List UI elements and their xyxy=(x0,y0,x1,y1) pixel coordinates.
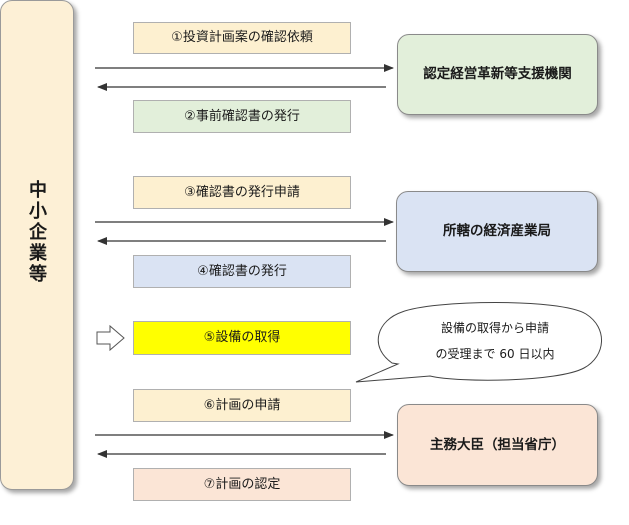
step-7-label: ⑦計画の認定 xyxy=(203,476,281,492)
step-7-plan-approval: ⑦計画の認定 xyxy=(133,468,351,501)
actor-regional-metb-label: 所轄の経済産業局 xyxy=(443,223,551,240)
callout-text: 設備の取得から申請 の受理まで 60 日以内 xyxy=(400,315,590,367)
actor-support-organization-label: 認定経営革新等支援機関 xyxy=(423,66,572,83)
actor-applicant-label: 中小企業等 xyxy=(26,180,47,285)
actor-support-organization: 認定経営革新等支援機関 xyxy=(397,34,598,115)
actor-applicant: 中小企業等 xyxy=(0,0,74,490)
step-1-label: ①投資計画案の確認依頼 xyxy=(171,30,313,46)
step-1-confirmation-request: ①投資計画案の確認依頼 xyxy=(133,22,351,54)
step-5-label: ⑤設備の取得 xyxy=(203,330,281,346)
actor-competent-minister: 主務大臣（担当省庁） xyxy=(397,404,598,486)
callout-line-2: の受理まで 60 日以内 xyxy=(435,347,555,361)
step-4-label: ④確認書の発行 xyxy=(197,263,287,279)
step-2-label: ②事前確認書の発行 xyxy=(184,108,300,124)
step-5-equipment-acquisition: ⑤設備の取得 xyxy=(133,321,351,355)
actor-competent-minister-label: 主務大臣（担当省庁） xyxy=(430,436,565,453)
step-3-label: ③確認書の発行申請 xyxy=(184,184,300,200)
block-arrow-icon xyxy=(96,324,125,352)
step-3-certificate-request: ③確認書の発行申請 xyxy=(133,176,351,209)
step-4-certificate-issue: ④確認書の発行 xyxy=(133,255,351,288)
step-2-pre-confirmation-issue: ②事前確認書の発行 xyxy=(133,100,351,133)
step-6-label: ⑥計画の申請 xyxy=(203,397,281,413)
callout-bubble xyxy=(355,302,602,383)
callout-line-1: 設備の取得から申請 xyxy=(440,321,549,335)
actor-regional-metb: 所轄の経済産業局 xyxy=(396,191,598,272)
step-6-plan-application: ⑥計画の申請 xyxy=(133,389,351,422)
